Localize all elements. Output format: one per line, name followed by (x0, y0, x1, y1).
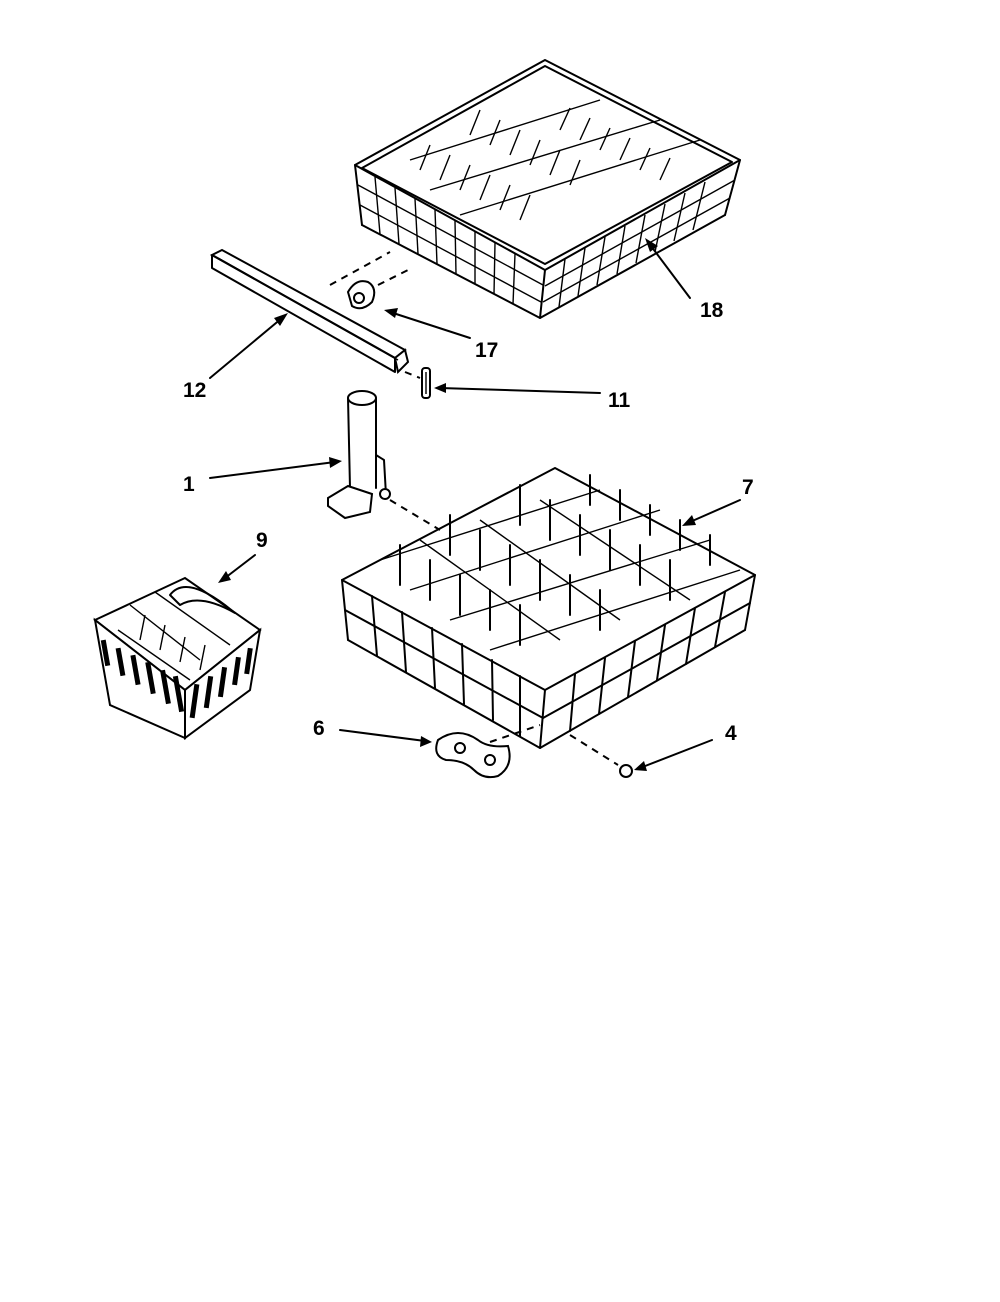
callout-12: 12 (183, 379, 207, 402)
part-9-basket (93, 576, 262, 740)
leader-18 (647, 241, 691, 299)
callout-18: 18 (700, 299, 724, 322)
leader-4 (639, 739, 713, 769)
callout-6: 6 (313, 717, 325, 740)
part-11-pin (404, 367, 431, 399)
callout-9: 9 (256, 529, 268, 552)
part-6-wheel (435, 724, 541, 779)
leader-6 (339, 729, 426, 742)
part-1-support (327, 390, 441, 531)
leader-12 (209, 317, 283, 379)
leader-1 (209, 461, 336, 479)
callout-4: 4 (725, 722, 737, 745)
part-17-clip (329, 251, 413, 310)
upper-rack (354, 59, 741, 319)
lower-rack (341, 467, 756, 749)
part-12-rail (209, 248, 410, 375)
callout-7: 7 (742, 476, 754, 499)
part-4-nut (569, 734, 633, 778)
leader-17 (389, 311, 471, 339)
leader-9 (224, 554, 256, 579)
callout-17: 17 (475, 339, 499, 362)
leader-11 (439, 387, 601, 394)
callout-1: 1 (183, 473, 195, 496)
callout-11: 11 (608, 389, 631, 412)
leader-7 (689, 499, 741, 523)
